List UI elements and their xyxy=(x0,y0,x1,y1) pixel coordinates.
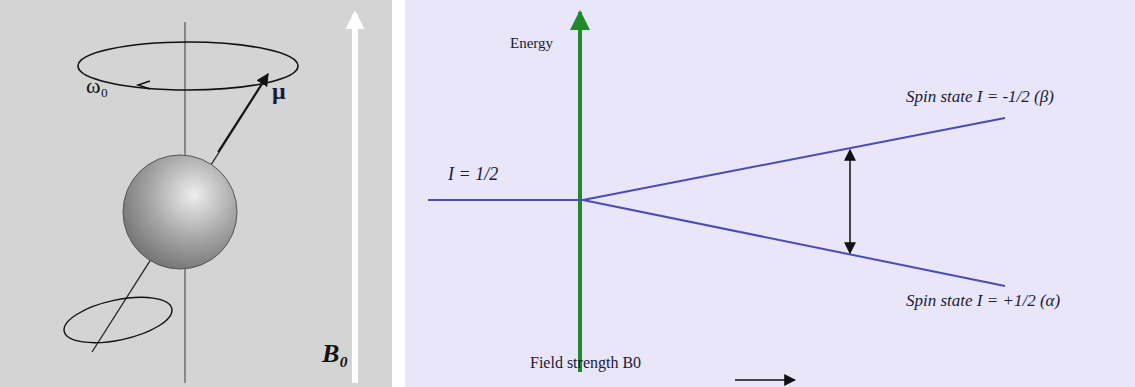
level-label: Spin state I = +1/2 (α) xyxy=(906,292,1060,311)
gap-arrow xyxy=(849,150,851,253)
level-line xyxy=(583,118,1005,200)
frequency-label: ω₀ xyxy=(86,74,108,98)
spin-axis xyxy=(92,80,265,352)
panel-ground xyxy=(0,0,392,387)
axis-label: Energy xyxy=(510,35,553,52)
field-label: B₀ xyxy=(322,340,348,369)
moment-label: μ xyxy=(272,78,286,104)
level-label: I = 1/2 xyxy=(448,165,498,185)
panel-ground xyxy=(405,0,1135,387)
axis-label: Field strength B0 xyxy=(530,354,641,372)
energy-axis xyxy=(578,12,582,372)
moment-arrow xyxy=(218,74,268,152)
spin-orbit xyxy=(60,289,176,351)
level-line xyxy=(428,199,583,201)
field-direction-arrow xyxy=(735,379,795,381)
nucleus-sphere xyxy=(123,155,237,269)
precession-orbit xyxy=(78,42,298,90)
orbit-arrow xyxy=(138,81,150,89)
field-arrow xyxy=(352,14,358,383)
level-line xyxy=(583,200,1005,286)
level-label: Spin state I = -1/2 (β) xyxy=(906,88,1054,107)
